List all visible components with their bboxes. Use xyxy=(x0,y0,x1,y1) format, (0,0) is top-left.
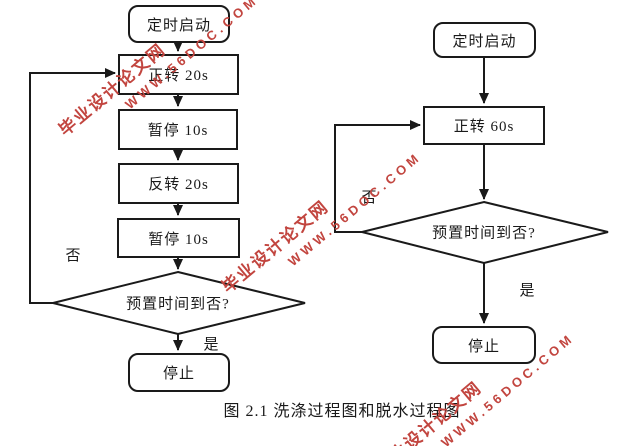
right-no-edge-label: 否 xyxy=(361,190,377,206)
left-yes-edge-label: 是 xyxy=(203,337,219,353)
figure-caption: 图 2.1 洗涤过程图和脱水过程图 xyxy=(223,403,461,420)
left-step-box-pause-10s-b: 暂停 10s xyxy=(117,218,240,258)
left-start-terminator: 定时启动 xyxy=(128,5,230,43)
left-step-box-pause-10s-a: 暂停 10s xyxy=(118,109,238,150)
left-step-box-forward-20s: 正转 20s xyxy=(118,54,239,95)
right-start-terminator: 定时启动 xyxy=(433,22,536,58)
left-no-edge-label: 否 xyxy=(65,248,81,264)
right-end-terminator: 停止 xyxy=(432,326,536,364)
left-decision-label: 预置时间到否? xyxy=(126,296,230,313)
right-decision-label: 预置时间到否? xyxy=(432,225,536,242)
left-step-box-reverse-20s: 反转 20s xyxy=(118,163,239,204)
left-no-loop-line xyxy=(29,68,116,304)
right-step-box-forward-60s: 正转 60s xyxy=(423,106,545,145)
right-no-loop-line xyxy=(334,120,421,233)
right-decision-diamond xyxy=(361,200,609,265)
left-end-terminator: 停止 xyxy=(128,353,230,392)
left-decision-diamond xyxy=(52,270,306,336)
right-yes-edge-label: 是 xyxy=(519,283,535,299)
